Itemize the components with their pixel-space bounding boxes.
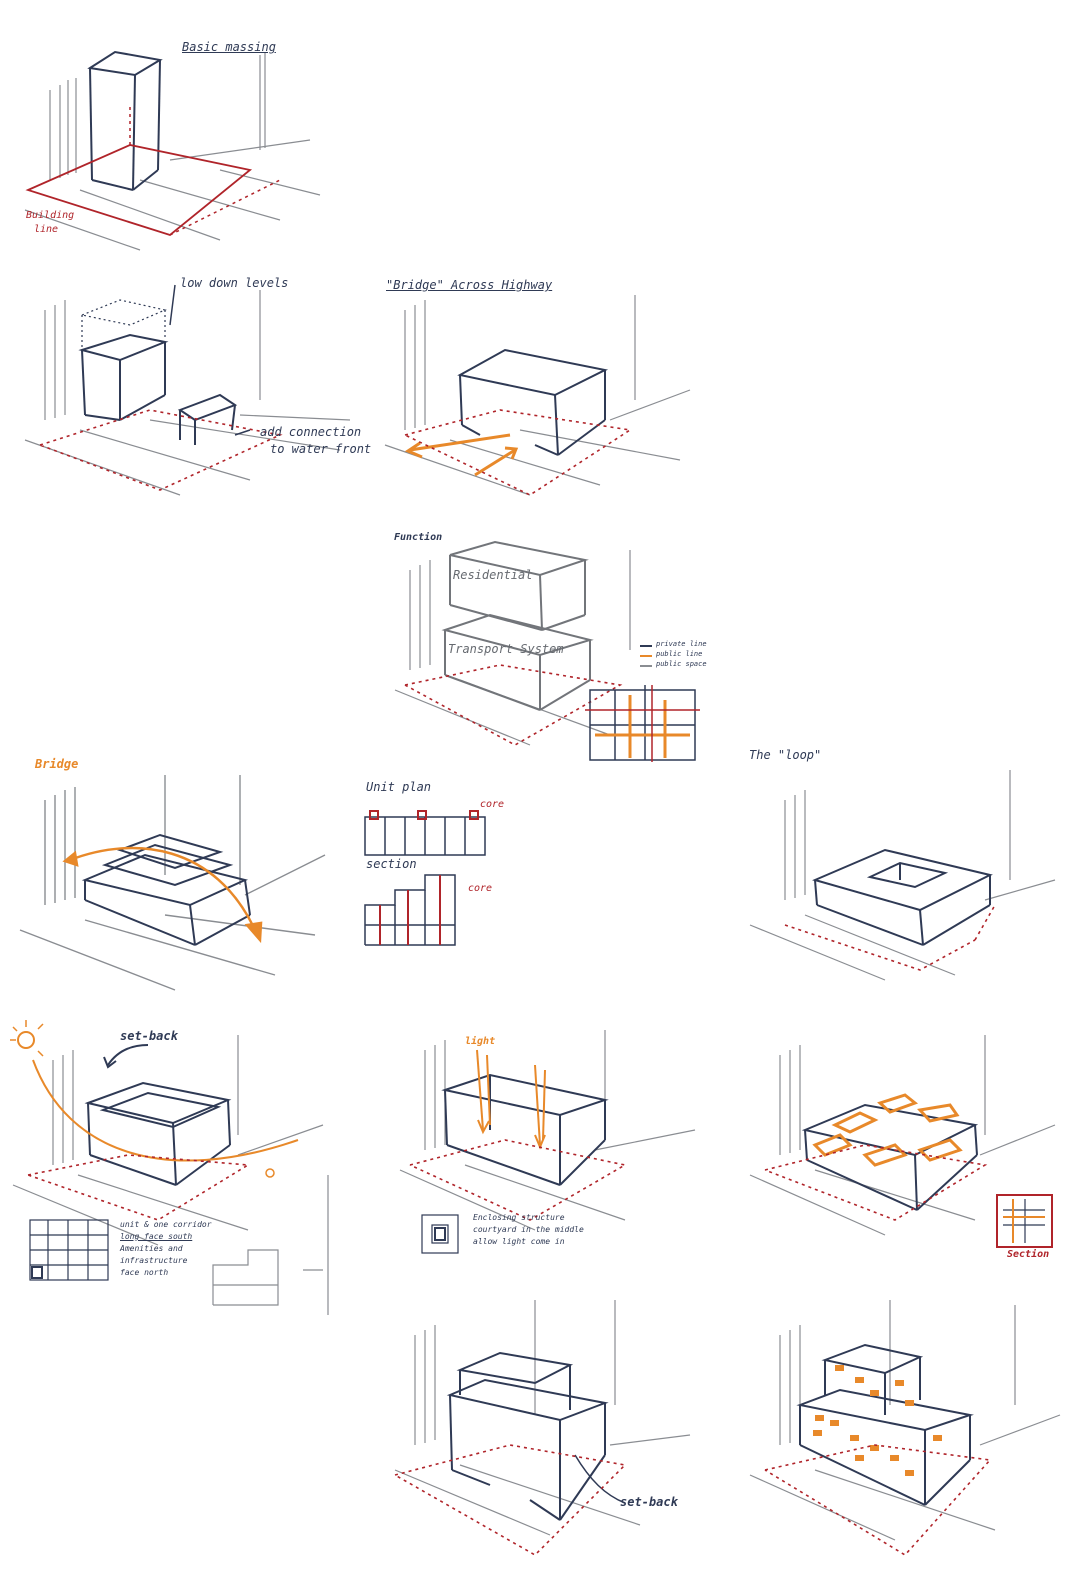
sketch-set-back-sun: set-back unit & one corridor long face s… xyxy=(8,1015,333,1315)
legend-public-space: public space xyxy=(656,660,707,668)
sketch-loop-orange: Section xyxy=(745,1015,1070,1275)
set-back-note-4: infrastructure xyxy=(120,1256,188,1265)
sketch-unit-plan-section: Unit plan core section core xyxy=(360,775,520,955)
sun-icon xyxy=(17,1031,35,1049)
legend-private-line: private line xyxy=(656,640,707,648)
bridge-highway-drawing xyxy=(384,295,691,496)
building-line-label-2: line xyxy=(34,224,59,235)
transport-system-label: Transport System xyxy=(448,642,564,656)
low-down-levels-drawing xyxy=(24,284,351,496)
unit-plan-core-label: core xyxy=(480,799,505,810)
light-title: light xyxy=(465,1036,496,1047)
set-back-title: set-back xyxy=(120,1029,178,1043)
section-title: section xyxy=(366,857,417,871)
low-down-levels-note: low down levels xyxy=(180,276,289,290)
set-back-sun-drawing xyxy=(10,1020,329,1315)
set-back-note-3: Amenities and xyxy=(120,1244,183,1253)
basic-massing-drawing xyxy=(24,50,321,251)
the-loop-title: The "loop" xyxy=(749,748,822,762)
set-back-note-1: unit & one corridor xyxy=(120,1220,212,1229)
bridge-stepped-drawing xyxy=(19,775,326,991)
set-back-courtyard-label: set-back xyxy=(620,1495,678,1509)
sketch-light-courtyard: light Enclosing structure courtyard in t… xyxy=(395,1020,715,1280)
light-note-2: courtyard in the middle xyxy=(473,1225,584,1234)
unit-plan-section-drawing xyxy=(364,810,486,946)
sketch-the-loop: The "loop" xyxy=(745,740,1065,990)
loop-orange-drawing xyxy=(749,1035,1056,1248)
bridge-stepped-title: Bridge xyxy=(35,757,79,771)
sketch-bridge-stepped: Bridge xyxy=(15,755,345,995)
light-courtyard-drawing xyxy=(399,1030,696,1254)
section-core-label: core xyxy=(468,883,493,894)
function-drawing xyxy=(394,540,700,762)
water-front-note-2: to water front xyxy=(270,442,372,456)
sketch-basic-massing: Basic massing Building line xyxy=(20,30,330,260)
the-loop-drawing xyxy=(749,770,1056,981)
sketch-stepped-windows xyxy=(745,1295,1070,1575)
function-title: Function xyxy=(394,532,443,543)
sketch-set-back-courtyard: set-back xyxy=(390,1295,710,1575)
set-back-courtyard-drawing xyxy=(394,1300,691,1556)
light-note-1: Enclosing structure xyxy=(473,1213,565,1222)
residential-label: Residential xyxy=(453,568,533,582)
sketch-function: Function Residential Transport System pr… xyxy=(390,530,720,770)
legend-public-line: public line xyxy=(656,650,703,658)
water-front-note-1: add connection xyxy=(260,425,362,439)
section-label: Section xyxy=(1007,1249,1050,1260)
sketch-bridge-across-highway: "Bridge" Across Highway xyxy=(380,270,700,500)
sketch-low-down-levels: low down levels add connection to water … xyxy=(20,270,372,500)
unit-plan-title: Unit plan xyxy=(366,780,432,794)
set-back-note-5: face north xyxy=(120,1268,169,1277)
building-line-label-1: Building xyxy=(26,210,75,221)
light-note-3: allow light come in xyxy=(473,1237,565,1246)
set-back-note-2: long face south xyxy=(120,1232,193,1241)
stepped-windows-drawing xyxy=(749,1300,1061,1557)
basic-massing-title: Basic massing xyxy=(182,40,276,54)
bridge-highway-title: "Bridge" Across Highway xyxy=(386,278,553,292)
